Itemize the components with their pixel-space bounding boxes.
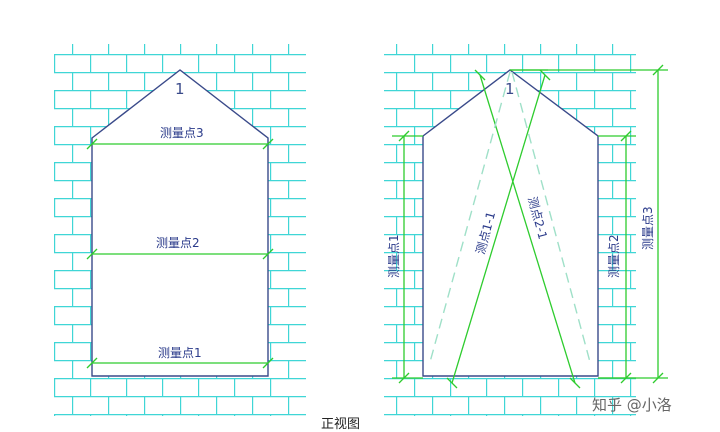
diag-tick-a-bottom: [569, 377, 581, 389]
right-apex-label: 1: [505, 80, 515, 98]
right-vertical-label-3: 测量点3: [641, 206, 655, 250]
left-measure-line-1: [86, 357, 274, 369]
watermark: 知乎 @小洛: [592, 396, 672, 414]
right-window-outline: [422, 69, 599, 377]
caption: 正视图: [321, 417, 360, 432]
right-vertical-label-2: 测量点2: [607, 234, 621, 278]
diag-tick-b-bottom: [446, 377, 458, 389]
diag-tick-b-top: [539, 69, 551, 81]
right-view: 1 测点1-1 测点2-1 测量点1 测量点2: [384, 44, 668, 416]
left-measure-line-2: [86, 248, 274, 260]
diag-solid-a: [479, 74, 576, 384]
right-vertical-label-1: 测量点1: [387, 234, 401, 278]
left-view: 1 测量点3 测量点2 测量点1: [54, 44, 306, 416]
diag-dashed-a: [429, 71, 511, 363]
right-vertical-measure-3: [510, 64, 668, 384]
left-measure-label-2: 测量点2: [156, 236, 200, 250]
diag-dashed-b: [511, 71, 591, 363]
left-measure-label-1: 测量点1: [158, 346, 202, 360]
diag-tick-a-top: [474, 69, 486, 81]
right-vertical-measure-1: [392, 130, 423, 384]
left-measure-line-3: [86, 138, 274, 150]
diag-solid-b: [451, 74, 546, 384]
left-measure-label-3: 测量点3: [160, 126, 204, 140]
left-window-outline: [91, 69, 269, 377]
left-apex-label: 1: [175, 80, 185, 98]
